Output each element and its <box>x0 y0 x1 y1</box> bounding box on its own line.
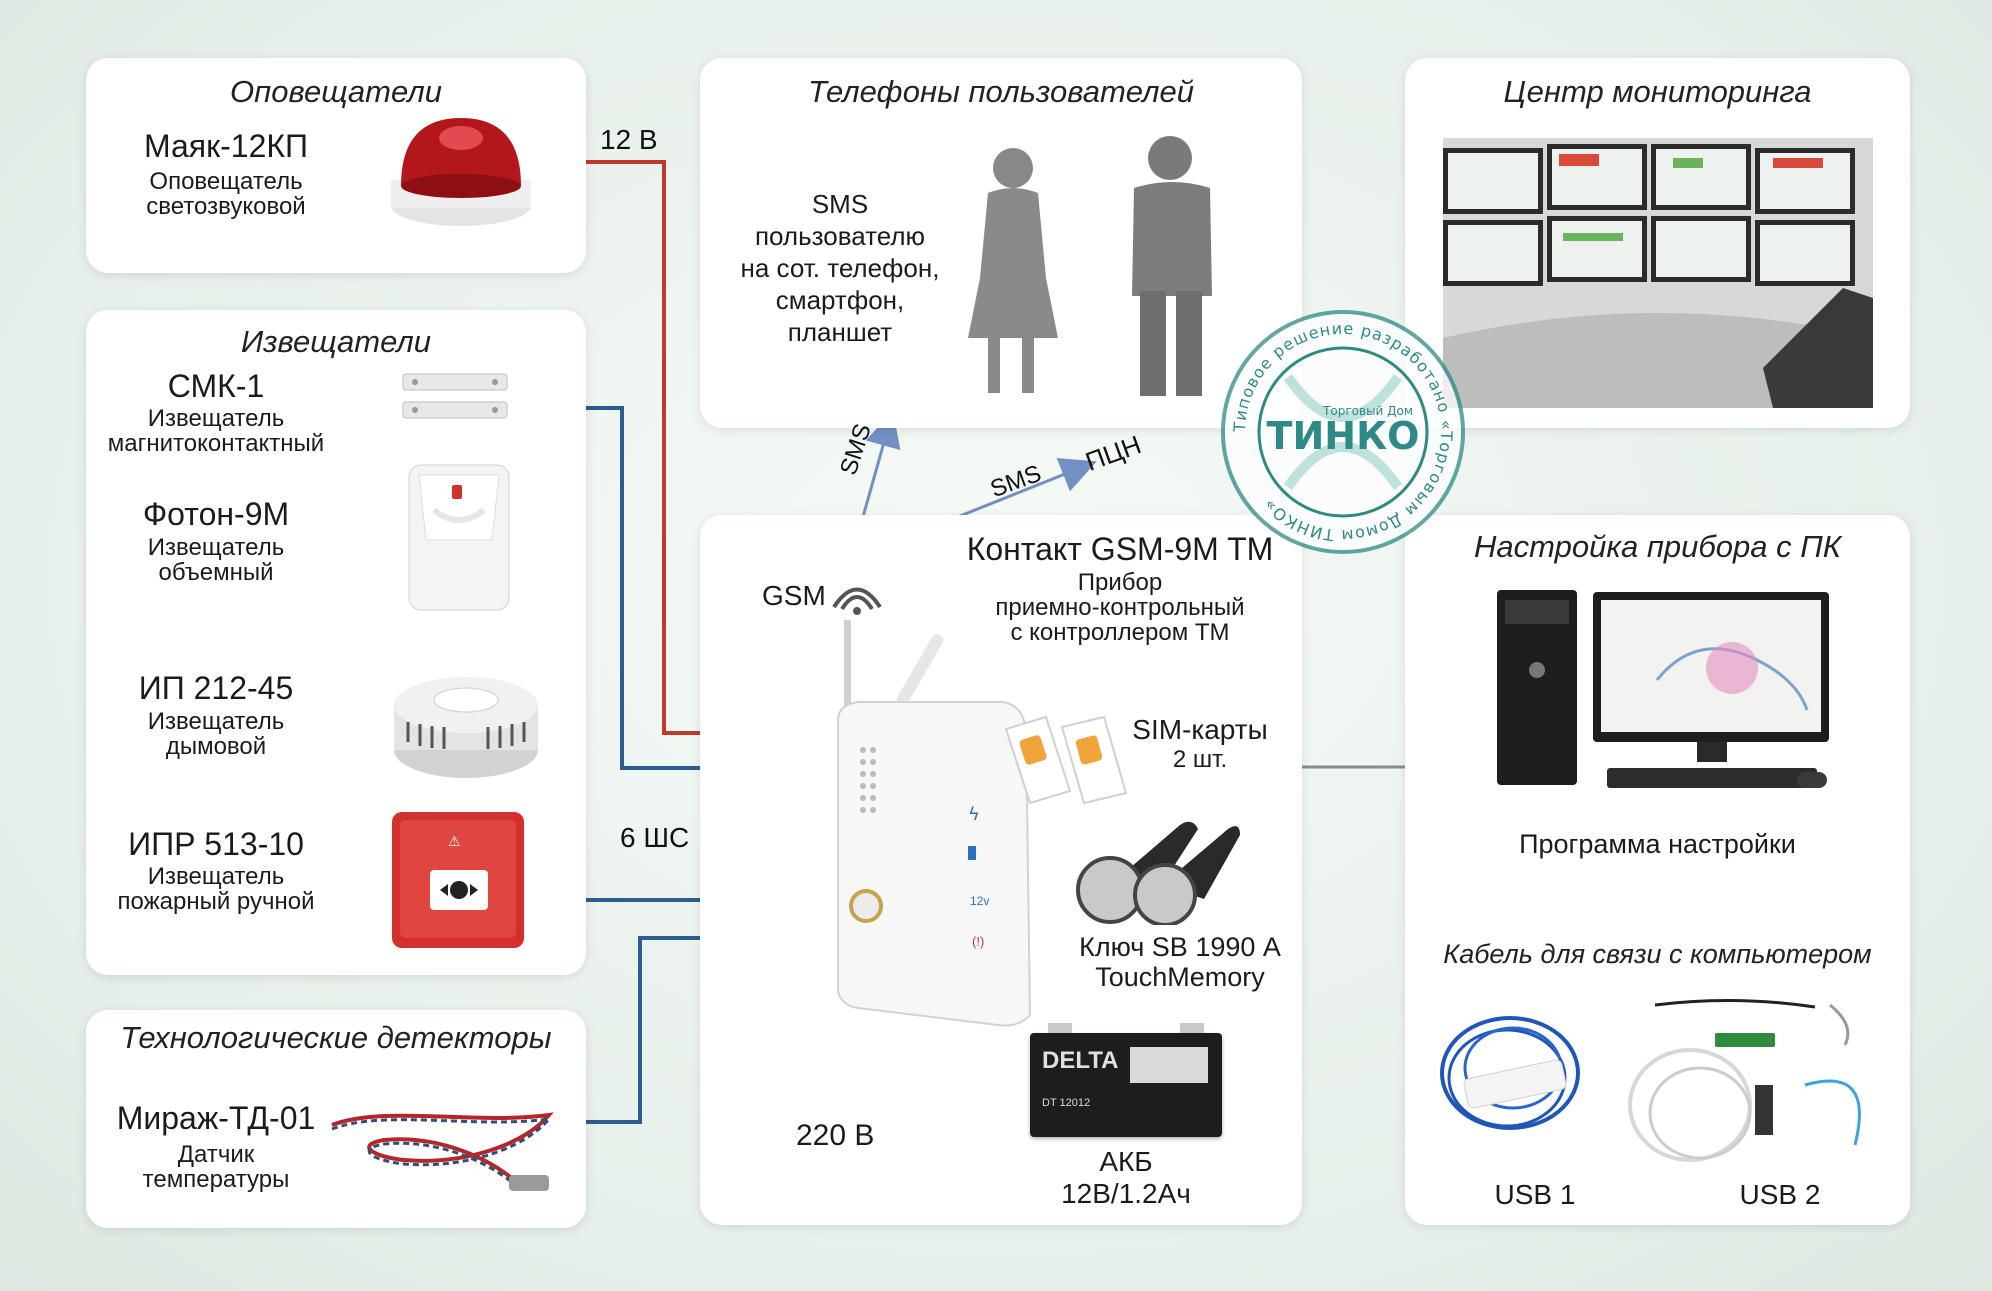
device-desc-line1: Датчик <box>177 1141 255 1168</box>
panel-user-phones: Телефоны пользователей SMS пользователю … <box>700 58 1302 428</box>
device-desc-line2: пожарный ручной <box>117 888 315 915</box>
panel-pc-setup: Настройка прибора с ПК Программа настрой… <box>1405 515 1910 1225</box>
device-desc-line1: Извещатель <box>147 708 285 735</box>
panel-title: Настройка прибора с ПК <box>1474 529 1841 564</box>
panel-title: Центр мониторинга <box>1503 74 1812 109</box>
wire-label-loops: 6 ШС <box>620 822 690 853</box>
device-name: ИП 212-45 <box>138 670 294 706</box>
device-desc-line1: Извещатель <box>147 405 285 432</box>
controller-device-icon: ϟ <box>837 620 1032 1027</box>
device-name: Маяк-12КП <box>143 128 309 164</box>
pc-workstation-icon <box>1497 590 1829 788</box>
sms-line: SMS <box>811 189 869 219</box>
magnetic-contact-icon <box>402 373 508 419</box>
device-title: Контакт GSM-9M TM <box>966 531 1274 567</box>
device-desc-line1: Извещатель <box>147 534 285 561</box>
device-desc-line1: Извещатель <box>147 863 285 890</box>
setup-program-label: Программа настройки <box>1519 829 1796 859</box>
sms-line: планшет <box>787 317 893 347</box>
device-desc-line2: температуры <box>142 1166 290 1193</box>
device-desc-line2: светозвуковой <box>146 193 306 220</box>
sim-cards-icon <box>1004 715 1128 805</box>
led-alarm-label: (!) <box>972 934 985 949</box>
key-label: Ключ SB 1990 А <box>1079 932 1281 962</box>
panel-title: Телефоны пользователей <box>808 74 1194 109</box>
device-desc-line: приемно-контрольный <box>995 594 1245 621</box>
panel-title: Оповещатели <box>230 74 442 109</box>
usb-cable-1-icon <box>1440 1016 1580 1130</box>
sms-description: SMS пользователю на сот. телефон, смартф… <box>720 188 960 348</box>
temperature-sensor-icon <box>331 1112 554 1191</box>
sms-line: пользователю <box>754 221 926 251</box>
smoke-detector-icon <box>394 677 538 778</box>
sim-count: 2 шт. <box>1172 746 1228 773</box>
motion-detector-icon <box>408 464 510 611</box>
device-name: ИПР 513-10 <box>128 826 304 862</box>
power-label: 220 В <box>796 1119 875 1152</box>
stamp-brand: ТИНКО <box>1267 414 1420 458</box>
video-wall-icon <box>1443 138 1873 408</box>
svg-text:ϟ: ϟ <box>968 804 980 825</box>
usb2-label: USB 2 <box>1739 1179 1821 1210</box>
gsm-label: GSM <box>762 580 826 611</box>
led-12v-label: 12v <box>970 894 990 908</box>
device-desc-line2: магнитоконтактный <box>107 430 325 457</box>
panel-title: Извещатели <box>240 324 432 359</box>
device-desc-line2: объемный <box>158 559 274 586</box>
panel-device: Контакт GSM-9M TM Прибор приемно-контрол… <box>700 515 1302 1225</box>
cable-title: Кабель для связи с компьютером <box>1443 939 1872 969</box>
touchmemory-keys-icon <box>1076 821 1240 925</box>
key-label-2: TouchMemory <box>1095 962 1265 992</box>
device-desc-line: Прибор <box>1077 569 1163 596</box>
svg-text:⚠: ⚠ <box>448 834 461 850</box>
device-desc-line: с контроллером ТМ <box>1010 619 1230 646</box>
stamp-brand-small: Торговый Дом <box>1322 404 1413 418</box>
sim-label: SIM-карты <box>1132 714 1268 745</box>
battery-model: DT 12012 <box>1042 1097 1091 1109</box>
tinko-stamp-logo: Типовое решение разработано «Торговым До… <box>1221 310 1465 554</box>
device-name: СМК-1 <box>167 368 265 404</box>
wire-label-12v: 12 В <box>600 124 658 155</box>
usb-cable-2-icon <box>1628 998 1861 1162</box>
battery-label: АКБ <box>1099 1146 1153 1177</box>
panel-detectors: Извещатели СМК-1 Извещатель магнитоконта… <box>86 310 586 975</box>
manual-call-point-icon: ⚠ <box>392 812 524 948</box>
beacon-icon <box>391 118 531 226</box>
device-name: Мираж-ТД-01 <box>116 1100 316 1136</box>
device-desc-line1: Оповещатель <box>149 168 303 195</box>
man-silhouette-icon <box>1132 136 1212 396</box>
panel-title: Технологические детекторы <box>120 1020 552 1055</box>
panel-tech-detectors: Технологические детекторы Мираж-ТД-01 Да… <box>86 1010 586 1228</box>
sms-line: смартфон, <box>775 285 905 315</box>
device-desc: Прибор приемно-контрольный с контроллеро… <box>950 570 1290 645</box>
sms-line: на сот. телефон, <box>740 253 940 283</box>
usb1-label: USB 1 <box>1494 1179 1576 1210</box>
panel-monitoring-center: Центр мониторинга <box>1405 58 1910 428</box>
device-desc-line2: дымовой <box>165 733 267 760</box>
device-name: Фотон-9М <box>142 496 290 532</box>
battery-spec: 12В/1.2Ач <box>1061 1178 1191 1209</box>
battery-icon: DELTA DT 12012 <box>1030 1023 1222 1137</box>
panel-annunciators: Оповещатели Маяк-12КП Оповещатель светоз… <box>86 58 586 273</box>
woman-silhouette-icon <box>968 148 1058 393</box>
battery-brand: DELTA <box>1042 1047 1119 1074</box>
gsm-signal-icon <box>832 587 882 615</box>
